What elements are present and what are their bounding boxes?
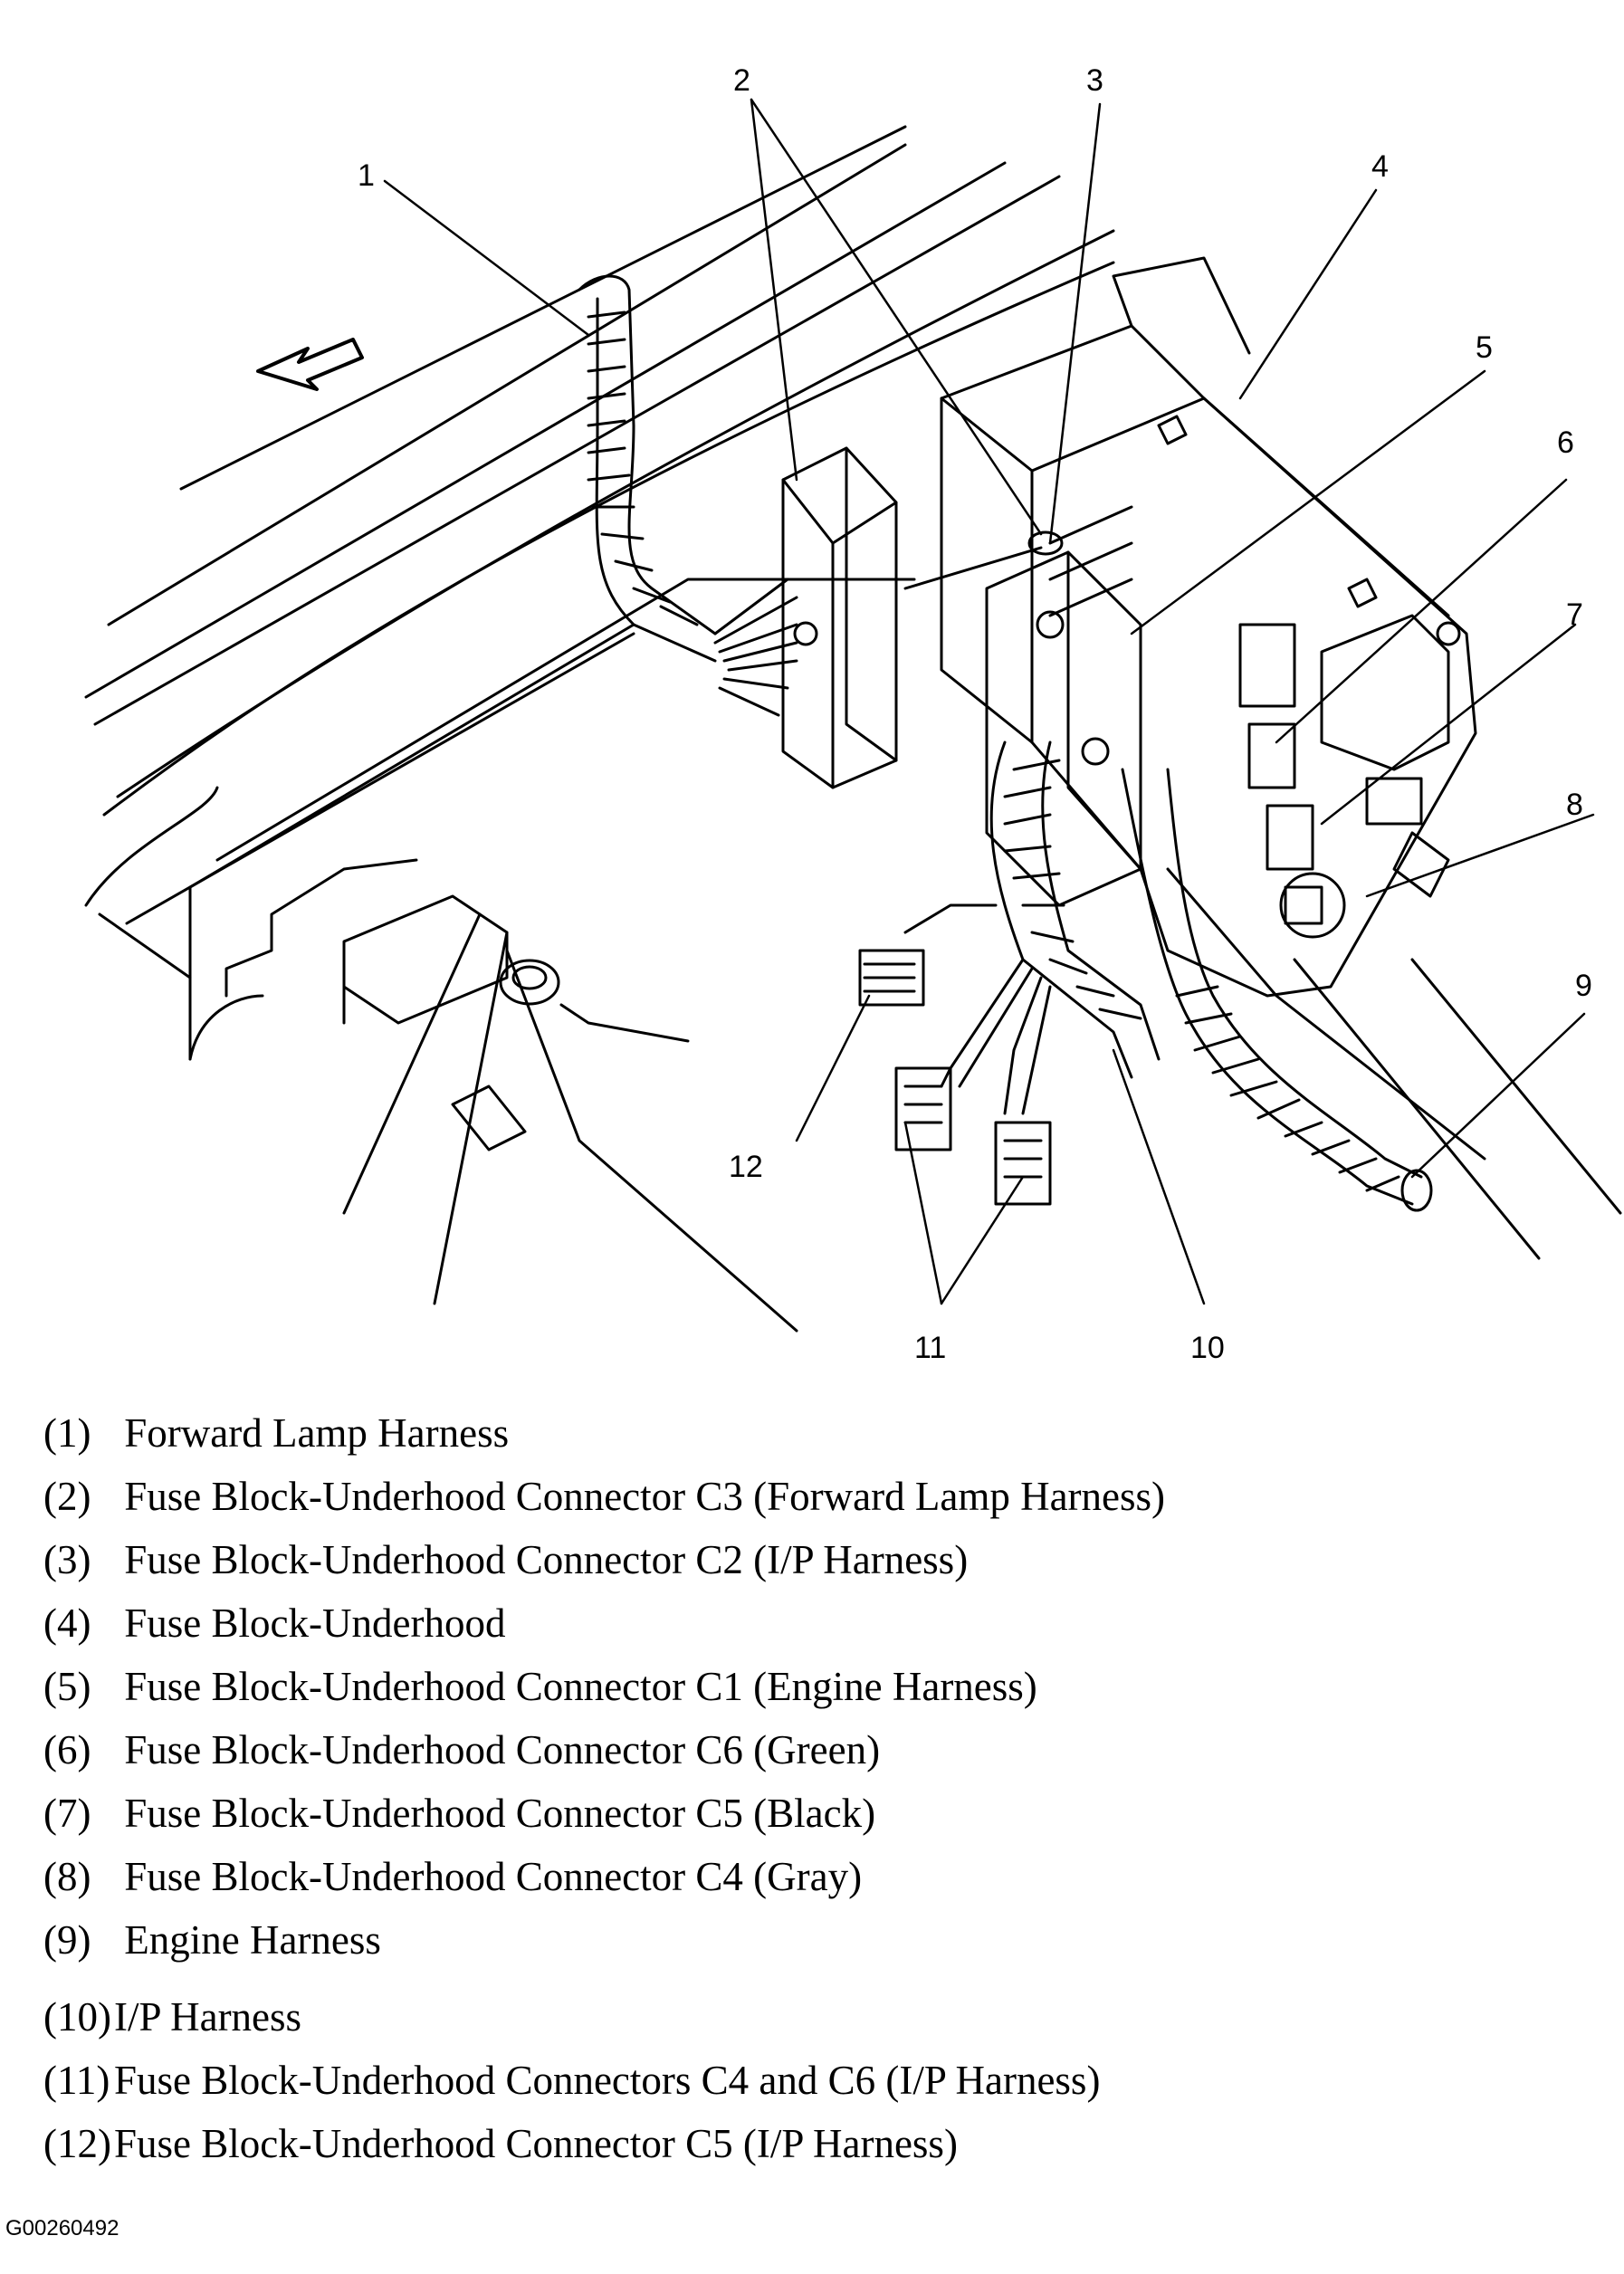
legend-item-1: (1) Forward Lamp Harness [43,1410,510,1456]
callout-7: 7 [1566,597,1583,632]
legend-item-11: (11)Fuse Block-Underhood Connectors C4 a… [43,2058,1101,2103]
callout-10: 10 [1190,1331,1225,1365]
legend-item-8: (8) Fuse Block-Underhood Connector C4 (G… [43,1854,863,1899]
leader-lines [383,98,1595,1305]
direction-arrow-icon [256,338,364,391]
callout-12: 12 [729,1150,763,1184]
legend-item-2: (2) Fuse Block-Underhood Connector C3 (F… [43,1474,1166,1519]
figure-id: G00260492 [5,2216,119,2241]
legend-item-4: (4) Fuse Block-Underhood [43,1600,506,1646]
wiring-diagram: 1 2 3 4 5 6 7 8 9 10 11 12 [84,63,1622,1365]
callout-11: 11 [914,1331,946,1365]
callout-8: 8 [1566,788,1583,822]
loose-connectors [858,949,1052,1206]
callout-4: 4 [1371,149,1389,184]
ip-harness [903,740,1161,1115]
legend-item-12: (12)Fuse Block-Underhood Connector C5 (I… [43,2121,958,2166]
fuse-block [940,256,1622,1260]
connectors-c6-c5-c4 [1238,623,1450,939]
legend-item-5: (5) Fuse Block-Underhood Connector C1 (E… [43,1664,1037,1709]
legend-item-7: (7) Fuse Block-Underhood Connector C5 (B… [43,1791,876,1836]
legend-item-3: (3) Fuse Block-Underhood Connector C2 (I… [43,1537,969,1582]
fender-panel [84,125,1115,1061]
callout-1: 1 [358,158,375,193]
callout-3: 3 [1086,63,1103,98]
legend-item-10: (10)I/P Harness [43,1994,302,2040]
legend-item-6: (6) Fuse Block-Underhood Connector C6 (G… [43,1727,881,1772]
callout-9: 9 [1575,969,1592,1003]
callout-5: 5 [1476,330,1493,365]
connector-c3 [713,446,898,789]
legend-item-9: (9) Engine Harness [43,1917,381,1963]
lower-structure [342,894,798,1333]
engine-harness [1121,768,1433,1212]
forward-lamp-harness [578,274,717,663]
connector-c2-c1 [903,530,1142,907]
callout-2: 2 [733,63,750,98]
callout-6: 6 [1557,425,1574,460]
